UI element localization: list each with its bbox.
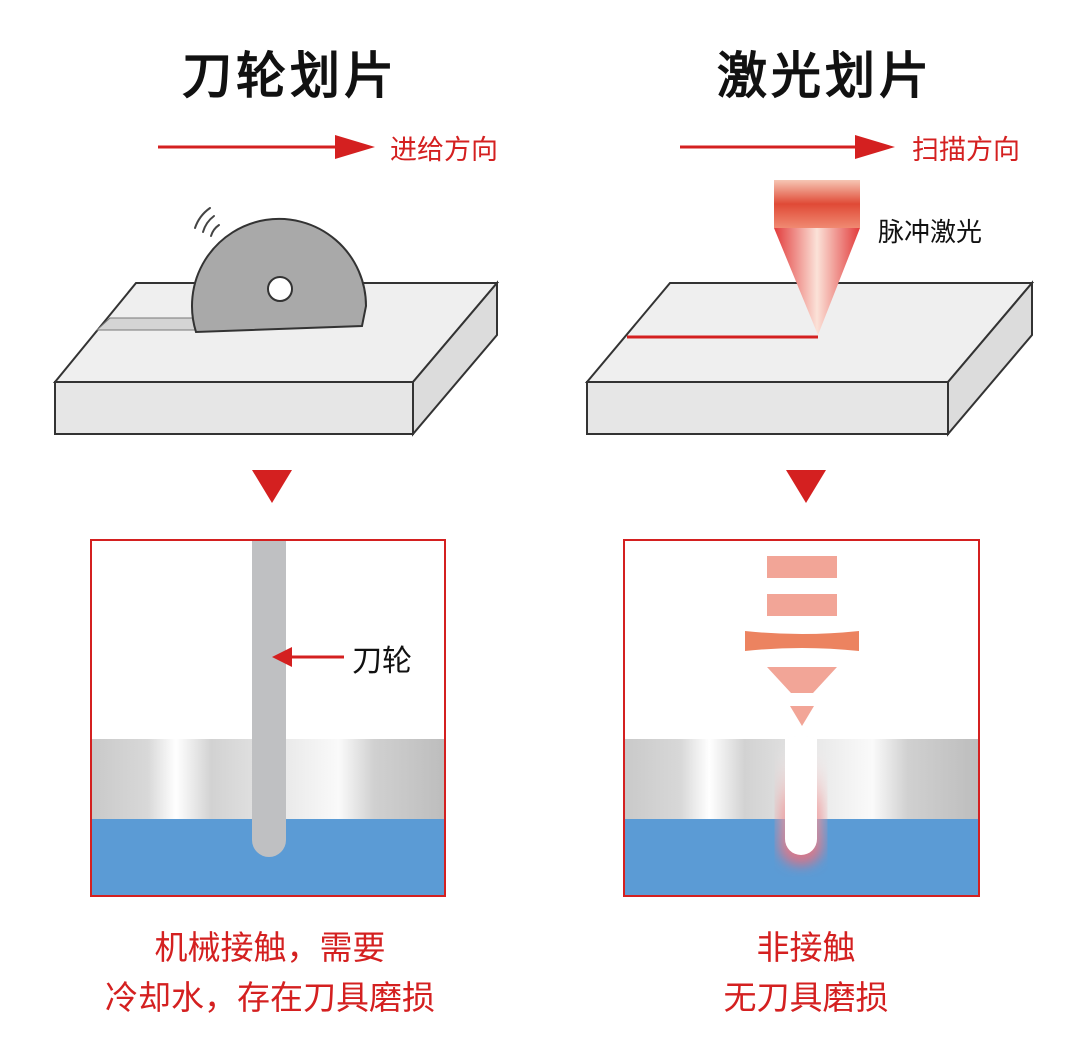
blade-caption-line2: 冷却水，存在刀具磨损 [105,978,435,1017]
laser-wafer-slab [584,280,1035,437]
blade-pointer-arrow [272,647,344,667]
left-down-arrow [252,470,292,503]
blade-caption-line1: 机械接触，需要 [154,928,386,967]
blade-cross-section [90,539,446,897]
feed-direction-label: 进给方向 [390,135,498,166]
laser-caption: 非接触 无刀具磨损 [536,923,1076,1023]
dicing-blade-wheel [191,217,368,334]
blade-caption: 机械接触，需要 冷却水，存在刀具磨损 [0,923,540,1023]
scan-direction-label: 扫描方向 [912,135,1020,166]
blade-label: 刀轮 [352,644,412,679]
pulse-laser-label: 脉冲激光 [878,218,982,248]
pulse-laser-beam [774,180,860,335]
rotation-motion-lines [194,207,220,237]
laser-cross-section [623,539,980,897]
laser-caption-line1: 非接触 [756,928,856,967]
laser-caption-line2: 无刀具磨损 [723,978,889,1017]
right-down-arrow [786,470,826,503]
feed-direction-arrow [158,135,375,159]
blade-wafer-slab [52,280,500,437]
blade-dicing-title: 刀轮划片 [182,47,398,105]
laser-optics-stack [745,556,859,726]
laser-dicing-title: 激光划片 [717,47,933,105]
scan-direction-arrow [680,135,895,159]
